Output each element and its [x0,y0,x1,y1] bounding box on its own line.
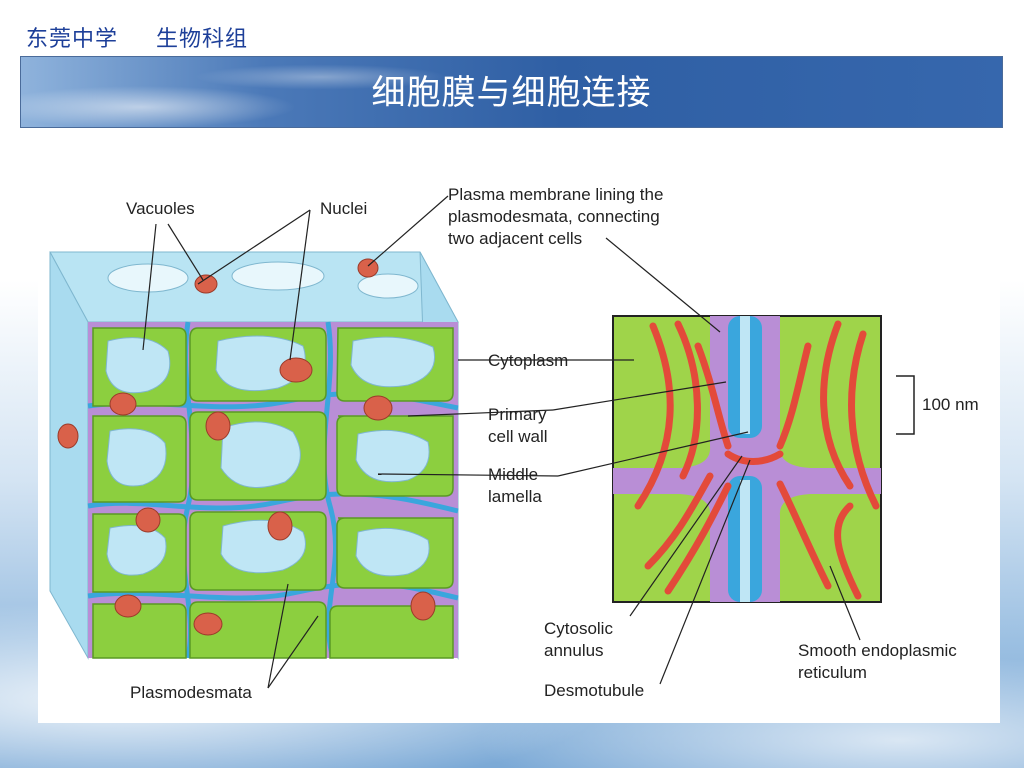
diagram-panel: Vacuoles Nuclei Plasma membrane lining t… [38,146,1000,723]
header-org: 东莞中学 生物科组 [26,26,286,54]
label-cytoplasm: Cytoplasm [488,351,568,370]
leader-lines [142,195,861,689]
label-nuclei: Nuclei [320,199,367,218]
label-plasma-2: plasmodesmata, connecting [448,207,660,226]
plasmodesma-detail [612,315,882,603]
label-primary-2: cell wall [488,427,548,446]
label-desmotubule: Desmotubule [544,681,644,700]
label-primary-1: Primary [488,405,547,424]
school-name: 东莞中学 [26,27,119,52]
label-plasma-1: Plasma membrane lining the [448,185,663,204]
plasmodesmata-diagram: Vacuoles Nuclei Plasma membrane lining t… [49,185,979,702]
page-title: 细胞膜与细胞连接 [371,73,652,113]
group-name: 生物科组 [156,27,249,52]
diagram-labels: Vacuoles Nuclei Plasma membrane lining t… [126,185,979,702]
label-cytosolic-2: annulus [544,641,604,660]
label-plasma-3: two adjacent cells [448,229,582,248]
label-cytosolic-1: Cytosolic [544,619,613,638]
label-scale: 100 nm [922,395,979,414]
tissue-block [49,251,459,660]
scale-bar [896,375,915,435]
label-middle-2: lamella [488,487,542,506]
label-vacuoles: Vacuoles [126,199,195,218]
label-plasmodesmata: Plasmodesmata [130,683,252,702]
title-banner: 细胞膜与细胞连接 [20,56,1003,128]
label-middle-1: Middle [488,465,538,484]
label-ser-1: Smooth endoplasmic [798,641,957,660]
label-ser-2: reticulum [798,663,867,682]
